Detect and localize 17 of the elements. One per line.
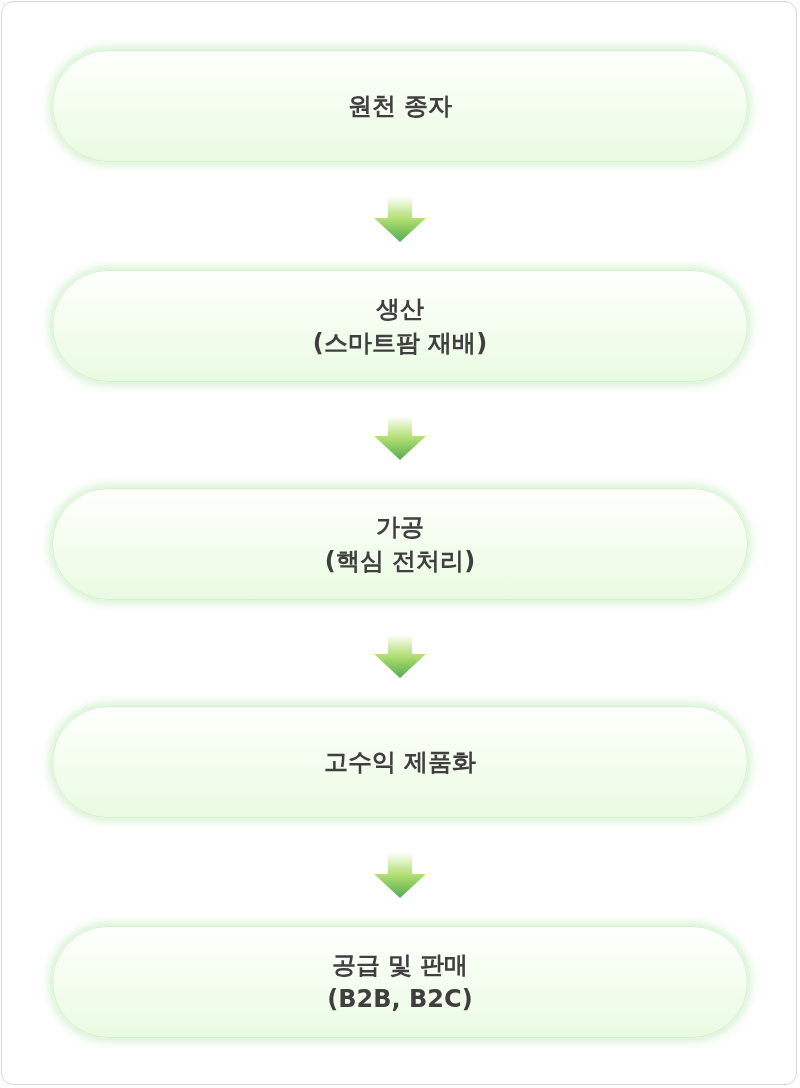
step-label: 고수익 제품화 — [323, 747, 477, 778]
process-pill — [52, 270, 748, 382]
step-label: 가공 — [376, 512, 424, 543]
arrow — [374, 416, 426, 460]
arrow — [374, 852, 426, 898]
arrow — [374, 634, 426, 678]
step-label: 원천 종자 — [347, 91, 453, 122]
step-label: (B2B, B2C) — [327, 984, 473, 1015]
step-label: 생산 — [376, 294, 424, 325]
process-pill — [52, 488, 748, 600]
arrow — [374, 196, 426, 242]
step-label: (스마트팜 재배) — [312, 328, 488, 359]
process-pill — [52, 926, 748, 1038]
step-label: (핵심 전처리) — [324, 546, 476, 577]
process-pill — [52, 50, 748, 162]
process-pill — [52, 706, 748, 818]
step-label: 공급 및 판매 — [331, 950, 469, 981]
